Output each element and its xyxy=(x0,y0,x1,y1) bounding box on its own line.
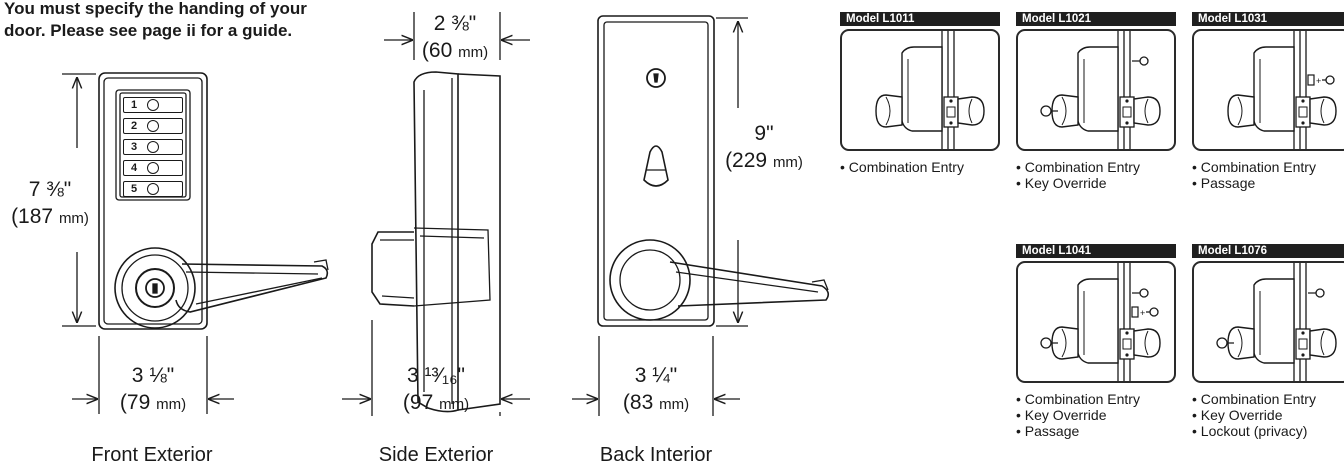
keypad-button-circle-icon xyxy=(147,99,159,111)
model-feature-item: • Key Override xyxy=(1016,175,1107,191)
model-name: Model L1031 xyxy=(1192,12,1344,26)
model-features: • Combination Entry• Key Override• Locko… xyxy=(1192,391,1344,439)
front-width-inches: 3 ⅛" xyxy=(131,364,175,387)
side-depth-mm-value: (60 xyxy=(421,39,453,62)
keypad-button-label: 4 xyxy=(131,162,138,174)
svg-text:+: + xyxy=(1316,76,1321,86)
side-exterior-drawing xyxy=(342,12,530,416)
back-height-dimension: 9" (229 mm) xyxy=(712,120,816,176)
keypad-button-label: 1 xyxy=(131,99,138,111)
keypad-button-circle-icon xyxy=(147,120,159,132)
model-name: Model L1021 xyxy=(1016,12,1176,26)
front-height-mm-value: (187 xyxy=(11,205,54,228)
model-card: Model L1021 • Combination Entry• Key Over… xyxy=(1016,12,1176,191)
model-illustration: + xyxy=(1016,261,1176,383)
handing-note-line1: You must specify the handing of your xyxy=(4,0,307,18)
keypad-button: 2 xyxy=(123,118,183,134)
front-keypad: 1 2 3 4 5 xyxy=(120,95,186,202)
back-width-mm-value: (83 xyxy=(622,391,654,414)
door-lock-icon xyxy=(1216,263,1337,381)
door-lock-icon xyxy=(1040,31,1161,149)
model-feature-item: • Passage xyxy=(1016,423,1080,439)
door-lock-icon: + xyxy=(1227,31,1337,149)
front-width-dimension: 3 ⅛" (79 mm) xyxy=(103,362,203,418)
model-feature-item: • Combination Entry xyxy=(840,159,964,175)
model-feature-item: • Key Override xyxy=(1192,407,1283,423)
model-feature-item: • Combination Entry xyxy=(1192,391,1316,407)
front-height-inches: 7 ⅜" xyxy=(28,178,72,201)
keypad-button-label: 3 xyxy=(131,141,138,153)
model-card: Model L1041 + • Combination Entry• Key Ove… xyxy=(1016,244,1176,439)
model-name: Model L1076 xyxy=(1192,244,1344,258)
model-feature-item: • Lockout (privacy) xyxy=(1192,423,1308,439)
keypad-button-circle-icon xyxy=(147,141,159,153)
side-projection-inches: 3 ¹³⁄₁₆" xyxy=(406,364,466,387)
back-width-mm-unit: mm) xyxy=(659,396,690,413)
model-illustration: + xyxy=(1192,29,1344,151)
back-height-mm-unit: mm) xyxy=(772,154,803,171)
model-feature-item: • Combination Entry xyxy=(1016,391,1140,407)
keypad-button: 4 xyxy=(123,160,183,176)
door-lock-icon: + xyxy=(1040,263,1161,381)
back-width-inches: 3 ¼" xyxy=(634,364,678,387)
side-exterior-caption: Side Exterior xyxy=(378,444,494,466)
model-feature-item: • Key Override xyxy=(1016,407,1107,423)
model-card: Model L1031 + • Combination Entry• Passage xyxy=(1192,12,1344,191)
back-width-dimension: 3 ¼" (83 mm) xyxy=(606,362,706,418)
front-exterior-drawing xyxy=(62,72,329,414)
front-width-mm-unit: mm) xyxy=(156,396,187,413)
back-interior-caption: Back Interior xyxy=(599,444,713,466)
front-height-dimension: 7 ⅜" (187 mm) xyxy=(0,176,100,232)
model-illustration xyxy=(1192,261,1344,383)
side-projection-dimension: 3 ¹³⁄₁₆" (97 mm) xyxy=(386,362,486,418)
front-height-mm-unit: mm) xyxy=(58,210,89,227)
model-features: • Combination Entry• Passage xyxy=(1192,159,1344,191)
model-features: • Combination Entry xyxy=(840,159,1000,175)
model-feature-item: • Passage xyxy=(1192,175,1256,191)
keypad-button-label: 2 xyxy=(131,120,138,132)
side-depth-dimension: 2 ⅜" (60 mm) xyxy=(405,10,505,66)
model-illustration xyxy=(840,29,1000,151)
model-feature-item: • Combination Entry xyxy=(1192,159,1316,175)
model-feature-item: • Combination Entry xyxy=(1016,159,1140,175)
model-illustration xyxy=(1016,29,1176,151)
keypad-button: 3 xyxy=(123,139,183,155)
front-width-mm-value: (79 xyxy=(119,391,151,414)
model-card: Model L1076 • Combination Entry• Key Over… xyxy=(1192,244,1344,439)
back-height-mm-value: (229 xyxy=(725,149,768,172)
model-features: • Combination Entry• Key Override• Passa… xyxy=(1016,391,1176,439)
model-name: Model L1041 xyxy=(1016,244,1176,258)
keypad-button-label: 5 xyxy=(131,183,138,195)
model-card: Model L1011 • Combination Entry xyxy=(840,12,1000,175)
door-lock-icon xyxy=(875,31,985,149)
side-depth-inches: 2 ⅜" xyxy=(433,12,477,35)
side-depth-mm-unit: mm) xyxy=(458,44,489,61)
front-exterior-caption: Front Exterior xyxy=(91,444,213,466)
back-height-inches: 9" xyxy=(754,122,774,145)
model-features: • Combination Entry• Key Override xyxy=(1016,159,1176,191)
handing-note: You must specify the handing of your doo… xyxy=(4,0,307,42)
keypad-button-circle-icon xyxy=(147,162,159,174)
side-projection-mm-value: (97 xyxy=(402,391,434,414)
svg-text:+: + xyxy=(1140,308,1145,318)
keypad-button: 1 xyxy=(123,97,183,113)
keypad-button-circle-icon xyxy=(147,183,159,195)
keypad-button: 5 xyxy=(123,181,183,197)
back-interior-drawing xyxy=(572,15,830,416)
handing-note-line2: door. Please see page ii for a guide. xyxy=(4,21,293,40)
side-projection-mm-unit: mm) xyxy=(439,396,470,413)
model-name: Model L1011 xyxy=(840,12,1000,26)
